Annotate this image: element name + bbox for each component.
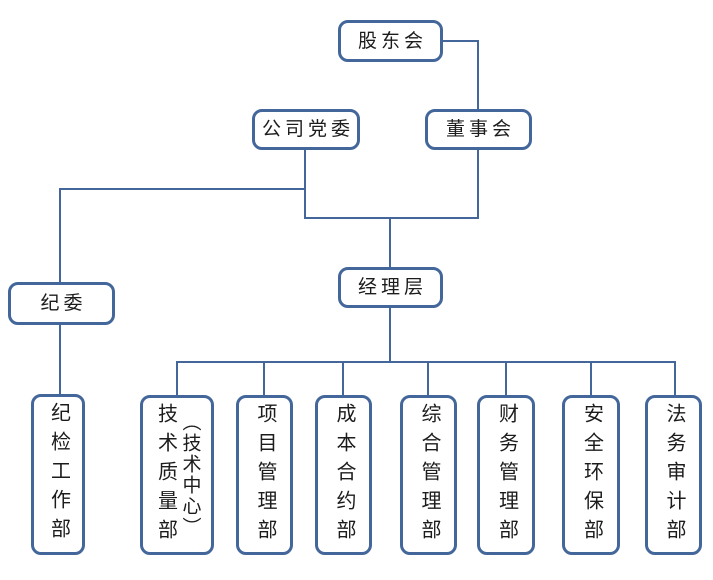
dept-label: 法务审计部	[663, 402, 685, 548]
connector-to-management	[389, 217, 391, 267]
node-board-label: 董事会	[445, 119, 515, 140]
dept-cost-contract: 成本合约部	[315, 395, 372, 555]
node-management-label: 经理层	[357, 277, 427, 298]
dept-label: 成本合约部	[333, 402, 355, 548]
dept-label: 财务管理部	[495, 402, 518, 548]
node-shareholders-label: 股东会	[357, 30, 427, 52]
dept-legal-audit: 法务审计部	[645, 395, 702, 555]
connector-merge-bar	[304, 217, 479, 219]
connector-drop-dept-6	[590, 361, 592, 395]
connector-management-down	[389, 308, 391, 363]
dept-project-management: 项目管理部	[236, 395, 293, 555]
connector-board-down	[477, 150, 479, 219]
node-discipline-committee: 纪委	[8, 282, 115, 325]
dept-label: 技术质量部	[154, 402, 177, 548]
node-management: 经理层	[338, 267, 443, 308]
node-party-committee-label: 公司党委	[261, 119, 354, 140]
connector-jiwei-to-dept	[59, 325, 61, 394]
connector-drop-dept-5	[505, 361, 507, 395]
connector-drop-dept-3	[342, 361, 344, 395]
connector-distribution-bar	[176, 361, 676, 363]
connector-to-jiwei-branch	[59, 188, 306, 190]
dept-safety-environment: 安全环保部	[562, 395, 620, 555]
dept-general-management: 综合管理部	[400, 395, 457, 555]
dept-label: 纪检工作部	[47, 402, 70, 547]
connector-drop-dept-1	[176, 361, 178, 395]
connector-drop-dept-4	[427, 361, 429, 395]
connector-jiwei-drop	[59, 188, 61, 282]
dept-discipline-inspection: 纪检工作部	[31, 394, 85, 555]
connector-drop-dept-2	[263, 361, 265, 395]
connector-shareholders-right	[443, 40, 479, 42]
node-board: 董事会	[425, 109, 532, 150]
dept-tech-quality: 技术质量部 （技术中心）	[140, 395, 214, 555]
dept-label: 综合管理部	[418, 402, 440, 548]
dept-label: 安全环保部	[580, 402, 603, 548]
dept-sublabel: （技术中心）	[179, 412, 201, 538]
connector-party-down	[304, 150, 306, 219]
dept-finance: 财务管理部	[477, 395, 535, 555]
node-party-committee: 公司党委	[252, 109, 360, 150]
connector-to-board	[477, 40, 479, 109]
dept-label: 项目管理部	[254, 402, 276, 548]
node-shareholders: 股东会	[338, 20, 443, 62]
connector-drop-dept-7	[674, 361, 676, 395]
node-discipline-committee-label: 纪委	[40, 293, 87, 314]
